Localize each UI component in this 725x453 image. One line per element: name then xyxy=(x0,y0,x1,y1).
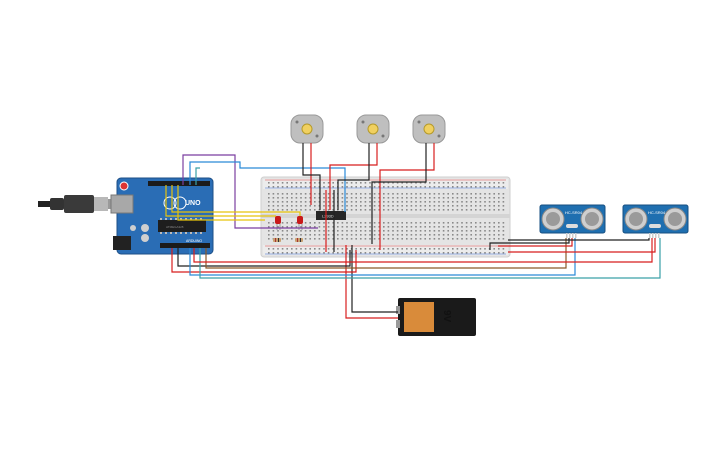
wire-battery-red xyxy=(345,245,398,319)
breadboard-holes xyxy=(268,182,505,254)
wire-bottom-black xyxy=(177,248,351,267)
arduino-chip-label: ATMEGA328 xyxy=(166,225,184,229)
dc-motor-3[interactable] xyxy=(412,114,446,144)
wire-bottom-teal xyxy=(199,238,661,279)
resistor-1[interactable] xyxy=(273,238,281,242)
wire-bottom-red xyxy=(171,248,357,273)
wire-purple-1 xyxy=(182,154,318,229)
battery-label: 9V xyxy=(441,310,452,323)
chip-pins xyxy=(160,218,202,234)
motor-driver-ic[interactable]: L293D xyxy=(316,211,346,220)
wire-yellow-3 xyxy=(177,185,265,221)
led-red-1[interactable] xyxy=(275,216,281,230)
led-red-2[interactable] xyxy=(297,216,303,230)
wire-sensor1-red xyxy=(498,238,573,247)
wire-motor2-black xyxy=(337,143,370,210)
usb-cable xyxy=(38,195,118,213)
dc-motor-1[interactable] xyxy=(290,114,324,144)
wire-motor3-black xyxy=(371,143,427,244)
wire-teal-1 xyxy=(195,167,200,185)
breadboard[interactable] xyxy=(260,176,511,258)
wire-motor2-red xyxy=(329,143,378,210)
sensor-1-label: HC-SR04 xyxy=(565,210,583,215)
wire-blue-1 xyxy=(189,161,346,212)
battery-9v[interactable]: 9V xyxy=(396,298,476,336)
arduino-logo: UNO xyxy=(185,200,201,207)
wire-sensor2-red xyxy=(508,238,656,253)
ultrasonic-sensor-1[interactable]: HC-SR04 xyxy=(539,204,606,238)
dc-motor-2[interactable] xyxy=(356,114,390,144)
wire-bottom-blue xyxy=(189,238,576,276)
wire-motor1-black xyxy=(302,143,321,210)
wires xyxy=(165,143,661,319)
wire-battery-black xyxy=(351,245,398,313)
wire-motor3-red xyxy=(379,143,435,250)
sensor-2-label: HC-SR04 xyxy=(648,210,666,215)
wire-bottom-brown xyxy=(205,238,567,269)
arduino-brand: ARDUINO xyxy=(186,239,202,243)
wire-bottom-red-2 xyxy=(193,238,653,263)
wire-yellow-1 xyxy=(165,185,276,217)
driver-ic-label: L293D xyxy=(322,214,334,219)
wire-sensor2-black xyxy=(508,238,650,241)
resistor-2[interactable] xyxy=(295,238,303,242)
arduino-uno-board[interactable]: UNO ARDUINO ATMEGA328 xyxy=(110,177,214,255)
wire-yellow-2 xyxy=(171,185,301,216)
ultrasonic-sensor-2[interactable]: HC-SR04 xyxy=(622,204,689,238)
